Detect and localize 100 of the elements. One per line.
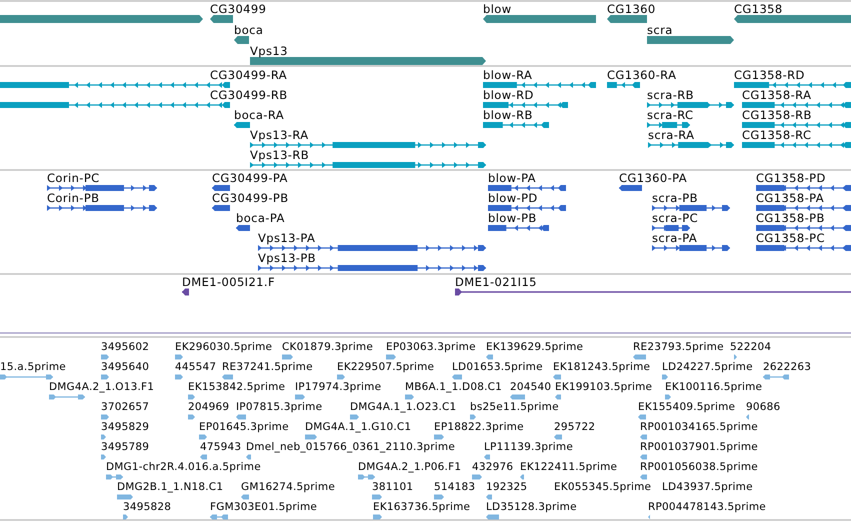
est-label: RP001037901.5prime [640, 442, 758, 453]
est-label: LD01653.5prime [452, 362, 543, 373]
est-label: EK181243.5prime [553, 362, 650, 373]
protein-label: CG1360-PA [619, 172, 688, 184]
est-label: LD43937.5prime [662, 482, 753, 493]
est-label: FGM303E01.5prime [210, 502, 318, 513]
gene-label: CG1358 [734, 3, 783, 15]
transcript-label: blow-RB [483, 109, 533, 121]
est-label: 90686 [746, 402, 780, 413]
protein-label: CG30499-PB [212, 192, 288, 204]
est-label: EK153842.5prime [188, 382, 286, 393]
gene-label: boca [234, 24, 264, 36]
transcript-label: Vps13-RA [250, 129, 309, 141]
transcript-label: boca-RA [234, 109, 284, 121]
transcript-label: CG1358-RD [734, 69, 805, 81]
est-label: EK122411.5prime [520, 462, 618, 473]
protein-label: blow-PA [488, 172, 536, 184]
est-label: IP07815.3prime [236, 402, 322, 413]
transcript-label: CG1358-RB [742, 109, 812, 121]
est-label: LP11139.3prime [484, 442, 573, 453]
est-label: RE23793.5prime [633, 342, 724, 353]
est-label: EK100116.5prime [665, 382, 762, 393]
est-label: EP03063.3prime [386, 342, 476, 353]
est-label: MB6A.1_1.D08.C1 [405, 382, 502, 393]
est-label: RP004478143.5prime [648, 502, 766, 513]
protein-label: boca-PA [236, 212, 285, 224]
protein-label: scra-PA [652, 232, 698, 244]
est-label: EK163736.5prime [373, 502, 470, 513]
est-label: DMG4A.2_1.O13.F1 [49, 382, 154, 393]
est-label: 15.a.5prime [0, 362, 66, 373]
est-label: EK199103.5prime [555, 382, 652, 393]
protein-label: Vps13-PA [258, 232, 316, 244]
protein-label: CG30499-PA [212, 172, 288, 184]
est-label: LD24227.5prime [662, 362, 753, 373]
est-label: 3495602 [101, 342, 150, 353]
protein-label: Corin-PC [47, 172, 100, 184]
est-label: DMG2B.1_1.N18.C1 [117, 482, 224, 493]
est-label: 295722 [554, 422, 596, 433]
est-label: EK139629.5prime [486, 342, 584, 353]
protein-label: Vps13-PB [258, 252, 316, 264]
est-label: 381101 [372, 482, 414, 493]
est-label: IP17974.3prime [295, 382, 382, 393]
protein-label: scra-PB [652, 192, 698, 204]
est-label: 522204 [730, 342, 772, 353]
est-label: 2622263 [763, 362, 812, 373]
est-label: DMG4A.1_1.G10.C1 [305, 422, 412, 433]
est-label: 514183 [434, 482, 476, 493]
est-label: RP001034165.5prime [640, 422, 758, 433]
clone-label: DME1-005I21.F [182, 276, 275, 288]
protein-label: CG1358-PC [756, 232, 825, 244]
transcript-label: Vps13-RB [250, 149, 310, 161]
est-label: 3495828 [123, 502, 172, 513]
est-label: 475943 [200, 442, 242, 453]
transcript-label: blow-RD [483, 89, 534, 101]
protein-label: CG1358-PD [756, 172, 826, 184]
est-label: Dmel_neb_015766_0361_2110.3prime [246, 442, 456, 453]
transcript-label: CG1360-RA [607, 69, 676, 81]
transcript-label: scra-RC [647, 109, 694, 121]
est-label: EK155409.5prime [638, 402, 736, 413]
gene-label: CG30499 [210, 3, 266, 15]
transcript-label: CG30499-RB [210, 89, 288, 101]
est-label: DMG1-chr2R.4.016.a.5prime [106, 462, 261, 473]
est-label: EP01645.3prime [199, 422, 289, 433]
est-label: bs25e11.5prime [470, 402, 559, 413]
est-label: EK229507.5prime [337, 362, 434, 373]
transcript-label: scra-RA [648, 129, 694, 141]
transcript-label: blow-RA [483, 69, 532, 81]
est-label: 3495829 [101, 422, 150, 433]
transcript-label: CG1358-RC [742, 129, 812, 141]
transcript-label: CG30499-RA [210, 69, 288, 81]
est-label: 3495640 [101, 362, 150, 373]
gene-label: scra [647, 24, 673, 36]
est-label: GM16274.5prime [241, 482, 336, 493]
est-label: CK01879.3prime [282, 342, 374, 353]
protein-label: scra-PC [652, 212, 698, 224]
est-label: 445547 [175, 362, 216, 373]
est-label: EK296030.5prime [175, 342, 272, 353]
protein-label: Corin-PB [47, 192, 100, 204]
est-label: 204540 [510, 382, 552, 393]
protein-label: CG1358-PA [756, 192, 824, 204]
protein-label: blow-PD [488, 192, 538, 204]
est-label: 204969 [188, 402, 230, 413]
est-label: DMG4A.1_1.O23.C1 [350, 402, 456, 413]
gene-label: CG1360 [607, 3, 656, 15]
est-label: 432976 [472, 462, 514, 473]
est-label: RP001056038.5prime [640, 462, 758, 473]
transcript-label: CG1358-RA [742, 89, 812, 101]
est-label: EK055345.5prime [554, 482, 652, 493]
est-label: RE37241.5prime [222, 362, 313, 373]
gene-label: blow [483, 3, 512, 15]
est-label: LD35128.3prime [486, 502, 577, 513]
protein-label: CG1358-PB [756, 212, 825, 224]
est-label: EP18822.3prime [434, 422, 524, 433]
est-label: 192325 [486, 482, 528, 493]
est-label: DMG4A.2_1.P06.F1 [358, 462, 462, 473]
transcript-label: scra-RB [647, 89, 694, 101]
est-label: 3495789 [101, 442, 150, 453]
gene-label: Vps13 [250, 45, 288, 57]
clone-label: DME1-021I15 [455, 276, 537, 288]
protein-label: blow-PB [488, 212, 537, 224]
